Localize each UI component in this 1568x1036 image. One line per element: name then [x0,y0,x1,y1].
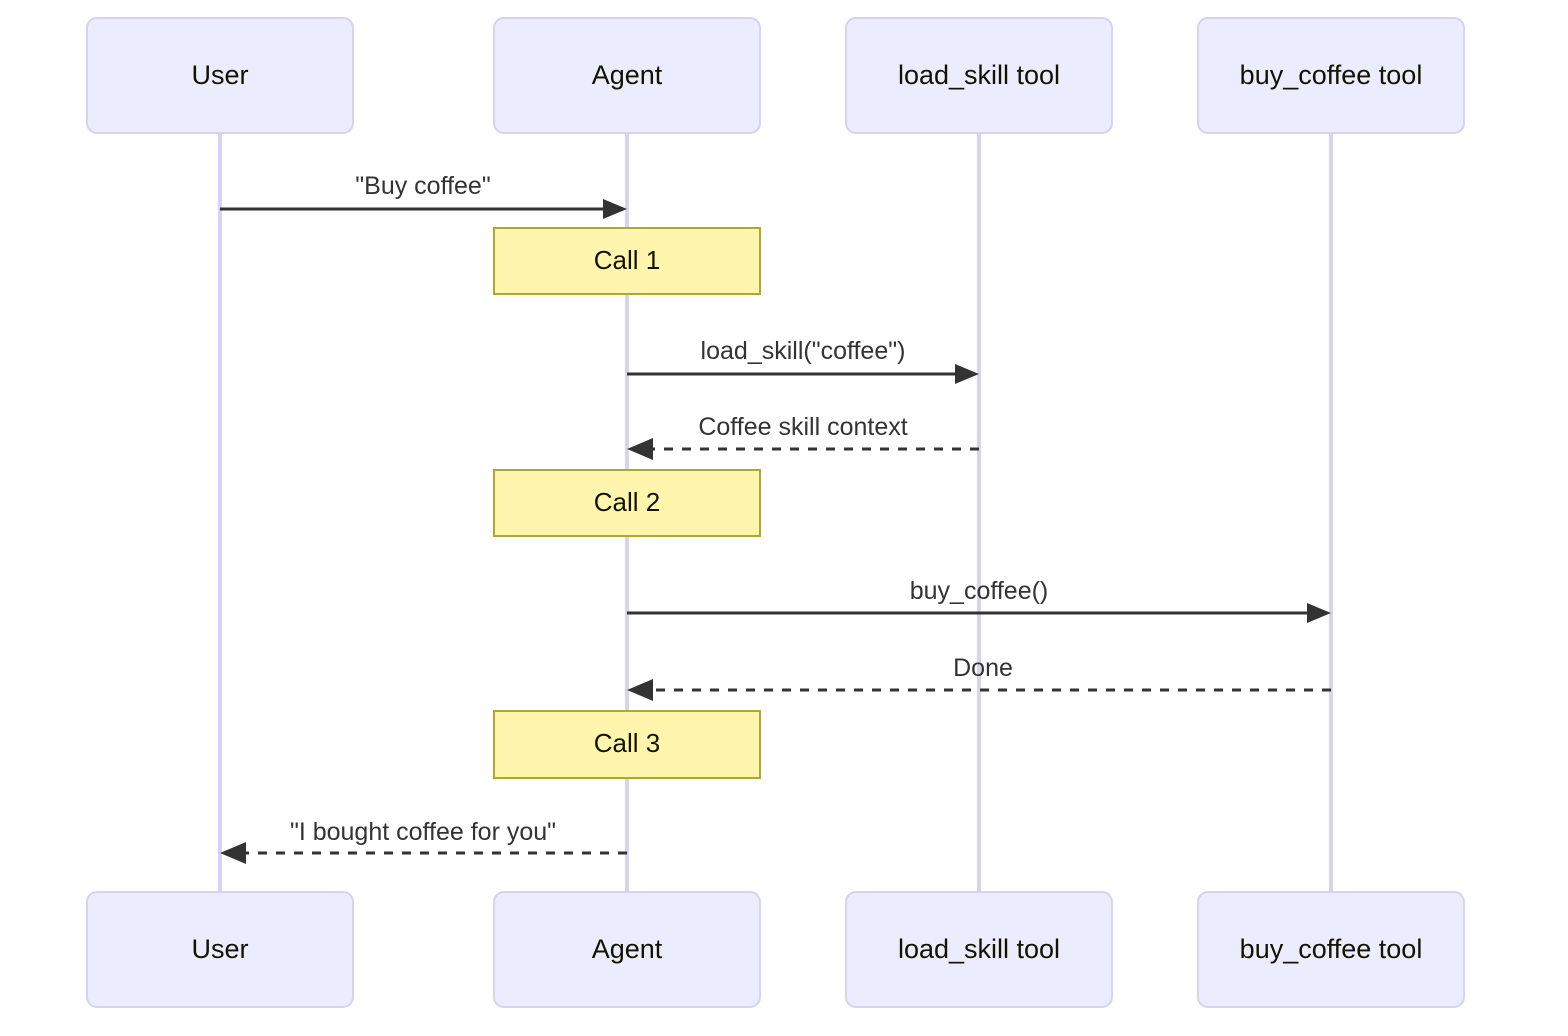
participant-box-load_skill-top[interactable] [845,17,1113,134]
note-label-call-2: Call 2 [594,487,660,517]
participant-buy_coffee-bottom[interactable]: buy_coffee tool [1197,891,1465,1008]
arrowhead-left-done [627,679,653,701]
participant-user-bottom[interactable]: User [86,891,354,1008]
notes-group: Call 1 Call 2 Call 3 [493,227,761,779]
participant-label-agent-bottom: Agent [592,934,663,964]
message-label-bought-coffee-reply: "I bought coffee for you" [290,818,556,846]
arrowhead-left-coffee-skill-context [627,438,653,460]
participant-user-top[interactable]: User [86,17,354,134]
arrowhead-right-load-skill-call [955,364,979,384]
message-coffee-skill-context[interactable]: Coffee skill context [627,413,979,460]
participant-label-user-top: User [191,60,248,90]
message-label-buy-coffee-request: "Buy coffee" [355,172,490,200]
participant-label-agent-top: Agent [592,60,663,90]
participant-label-buy_coffee-bottom: buy_coffee tool [1240,934,1423,964]
participant-label-load_skill-bottom: load_skill tool [898,934,1060,964]
participant-agent-bottom[interactable]: Agent [493,891,761,1008]
note-label-call-3: Call 3 [594,728,660,758]
message-bought-coffee-reply[interactable]: "I bought coffee for you" [220,818,627,864]
message-label-coffee-skill-context: Coffee skill context [698,413,907,441]
participant-footer-row: User Agent load_skill tool buy_coffee to… [86,891,1465,1008]
message-buy-coffee-call[interactable]: buy_coffee() [627,577,1331,623]
note-label-call-1: Call 1 [594,245,660,275]
participant-label-load_skill-top: load_skill tool [898,60,1060,90]
participant-header-row: User Agent load_skill tool buy_coffee to… [86,17,1465,134]
participant-label-user-bottom: User [191,934,248,964]
participant-box-user-top[interactable] [86,17,354,134]
participant-load_skill-bottom[interactable]: load_skill tool [845,891,1113,1008]
lifelines-group [218,133,1333,892]
participant-box-agent-top[interactable] [493,17,761,134]
participant-box-buy_coffee-top[interactable] [1197,17,1465,134]
message-load-skill-call[interactable]: load_skill("coffee") [627,337,979,384]
note-box-call-3[interactable] [493,710,761,779]
participant-label-buy_coffee-top: buy_coffee tool [1240,60,1423,90]
note-box-call-2[interactable] [493,469,761,537]
arrowhead-left-bought-coffee-reply [220,842,246,864]
participant-box-user-bottom[interactable] [86,891,354,1008]
message-done[interactable]: Done [627,654,1331,701]
message-label-load-skill-call: load_skill("coffee") [701,337,906,365]
note-box-call-1[interactable] [493,227,761,295]
note-call-2[interactable]: Call 2 [493,469,761,537]
participant-buy_coffee-top[interactable]: buy_coffee tool [1197,17,1465,134]
participant-box-buy_coffee-bottom[interactable] [1197,891,1465,1008]
arrowhead-right-buy-coffee-request [603,199,627,219]
message-buy-coffee-request[interactable]: "Buy coffee" [220,172,627,219]
note-call-3[interactable]: Call 3 [493,710,761,779]
message-label-done: Done [953,654,1013,682]
participant-load_skill-top[interactable]: load_skill tool [845,17,1113,134]
message-label-buy-coffee-call: buy_coffee() [910,577,1049,605]
messages-group: "Buy coffee" load_skill("coffee") Coffee… [220,172,1331,864]
arrowhead-right-buy-coffee-call [1307,603,1331,623]
participant-agent-top[interactable]: Agent [493,17,761,134]
participant-box-agent-bottom[interactable] [493,891,761,1008]
note-call-1[interactable]: Call 1 [493,227,761,295]
participant-box-load_skill-bottom[interactable] [845,891,1113,1008]
